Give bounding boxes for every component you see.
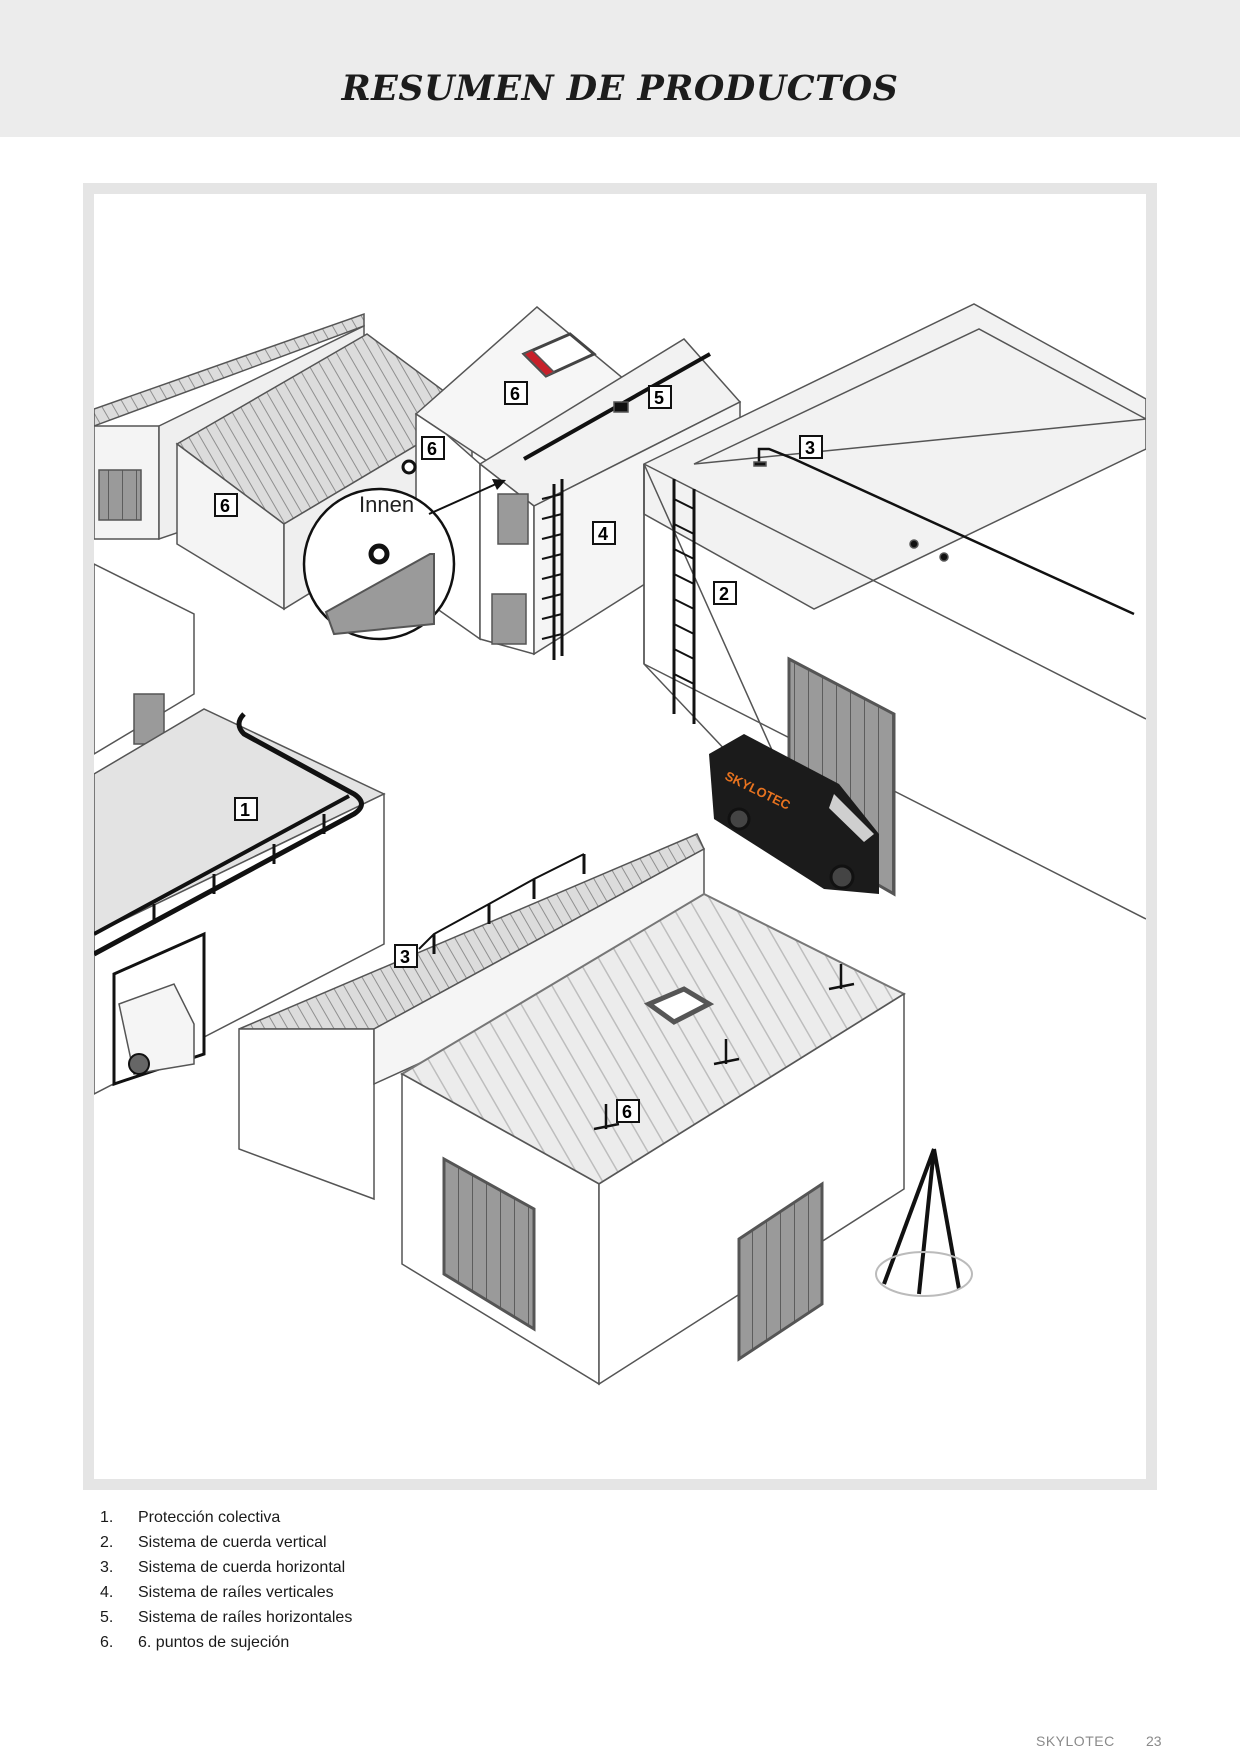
marker-3-bottom: 3 bbox=[394, 944, 418, 968]
product-legend: 1. Protección colectiva 2. Sistema de cuer… bbox=[100, 1505, 352, 1655]
legend-item: 5. Sistema de raíles horizontales bbox=[100, 1605, 352, 1630]
isometric-site-drawing: Innen bbox=[94, 194, 1146, 1479]
page-title: RESUMEN DE PRODUCTOS bbox=[341, 68, 899, 109]
legend-item-number: 2. bbox=[100, 1534, 114, 1551]
svg-text:3: 3 bbox=[805, 438, 815, 458]
legend-item: 4. Sistema de raíles verticales bbox=[100, 1580, 352, 1605]
marker-6-shed: 6 bbox=[214, 493, 238, 517]
svg-text:3: 3 bbox=[400, 947, 410, 967]
svg-text:6: 6 bbox=[622, 1102, 632, 1122]
callout-label: Innen bbox=[359, 492, 414, 517]
marker-2: 2 bbox=[713, 581, 737, 605]
marker-3-top: 3 bbox=[799, 435, 823, 459]
svg-text:6: 6 bbox=[220, 496, 230, 516]
building-right bbox=[643, 303, 1146, 920]
legend-item: 3. Sistema de cuerda horizontal bbox=[100, 1555, 352, 1580]
header-band bbox=[0, 0, 1240, 137]
svg-text:5: 5 bbox=[654, 388, 664, 408]
marker-6-roof: 6 bbox=[504, 381, 528, 405]
legend-item: 2. Sistema de cuerda vertical bbox=[100, 1530, 352, 1555]
marker-1: 1 bbox=[234, 797, 258, 821]
svg-text:6: 6 bbox=[510, 384, 520, 404]
svg-text:1: 1 bbox=[240, 800, 250, 820]
legend-item-label: Sistema de raíles verticales bbox=[138, 1584, 334, 1601]
page-number: 23 bbox=[1146, 1733, 1162, 1749]
tripod bbox=[875, 1148, 973, 1297]
svg-text:4: 4 bbox=[598, 524, 608, 544]
marker-6-front: 6 bbox=[616, 1099, 640, 1123]
legend-item-number: 3. bbox=[100, 1559, 114, 1576]
svg-text:2: 2 bbox=[719, 584, 729, 604]
skylotec-van: SKYLOTEC bbox=[709, 734, 879, 894]
footer-brand: SKYLOTEC bbox=[1036, 1733, 1115, 1749]
building-front bbox=[399, 892, 907, 1386]
marker-5: 5 bbox=[648, 385, 672, 409]
legend-item-number: 5. bbox=[100, 1609, 114, 1626]
legend-item-number: 1. bbox=[100, 1509, 114, 1526]
marker-6-wall: 6 bbox=[421, 436, 445, 460]
svg-text:6: 6 bbox=[427, 439, 437, 459]
legend-item-label: Protección colectiva bbox=[138, 1509, 281, 1526]
legend-item-number: 4. bbox=[100, 1584, 114, 1601]
building-left-guardrail bbox=[94, 563, 386, 1095]
legend-item-label: 6. puntos de sujeción bbox=[138, 1634, 290, 1651]
legend-item-number: 6. bbox=[100, 1634, 114, 1651]
inside-detail-callout: Innen bbox=[302, 479, 506, 641]
legend-item-label: Sistema de cuerda vertical bbox=[138, 1534, 327, 1551]
legend-item-label: Sistema de raíles horizontales bbox=[138, 1609, 353, 1626]
shed-center-striped bbox=[238, 833, 705, 1201]
legend-item-label: Sistema de cuerda horizontal bbox=[138, 1559, 346, 1576]
legend-item: 1. Protección colectiva bbox=[100, 1505, 352, 1530]
product-overview-illustration: Innen bbox=[83, 183, 1157, 1490]
marker-4: 4 bbox=[592, 521, 616, 545]
legend-item: 6. 6. puntos de sujeción bbox=[100, 1630, 352, 1655]
